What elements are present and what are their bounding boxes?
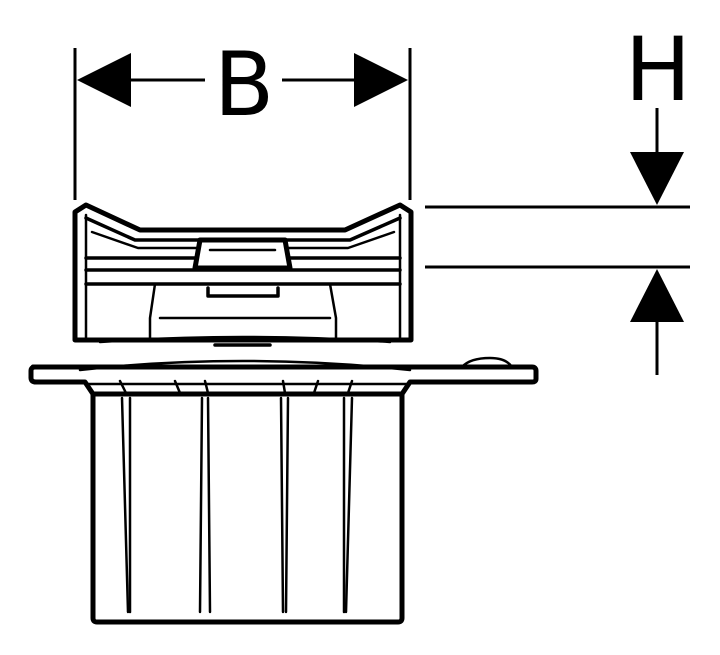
flange-rib-1 [118, 379, 128, 395]
upper-housing [72, 202, 414, 347]
center-cap [192, 237, 293, 271]
height-arrow-up [630, 269, 684, 322]
pipe-outline [90, 388, 405, 625]
inner-body-right [328, 282, 338, 342]
width-arrow-right [354, 53, 408, 107]
flange-rib-3 [203, 379, 210, 395]
flange-rib-2 [173, 379, 182, 395]
housing-outline [72, 202, 414, 343]
inner-body-left [148, 282, 157, 342]
width-dimension: B [73, 33, 412, 200]
pipe-rib-3 [198, 396, 204, 614]
flange-rib-6 [346, 379, 354, 395]
flange-inner-curve [78, 359, 412, 372]
pipe-rib-5 [279, 396, 285, 614]
pipe-rib-7 [344, 396, 354, 614]
pipe-rib-6 [284, 396, 290, 614]
pipe-rib-4 [206, 396, 212, 614]
grate-top-right [283, 216, 402, 242]
width-arrow-left [77, 53, 131, 107]
pipe-rib-1 [120, 396, 130, 614]
latch [206, 286, 280, 298]
width-label: B [214, 33, 274, 136]
height-dimension: H [425, 18, 691, 375]
grate-edge-right [283, 230, 396, 250]
flange [28, 356, 539, 397]
flange-rib-5 [312, 379, 320, 395]
grate-edge-left [90, 230, 202, 250]
inner-body-lower-curve [98, 335, 392, 344]
grate-top-left [84, 216, 202, 242]
drain-pipe [90, 388, 405, 625]
height-arrow-down [630, 152, 684, 205]
flange-tab [460, 356, 514, 369]
height-label: H [625, 18, 691, 121]
flange-rib-4 [281, 379, 287, 395]
